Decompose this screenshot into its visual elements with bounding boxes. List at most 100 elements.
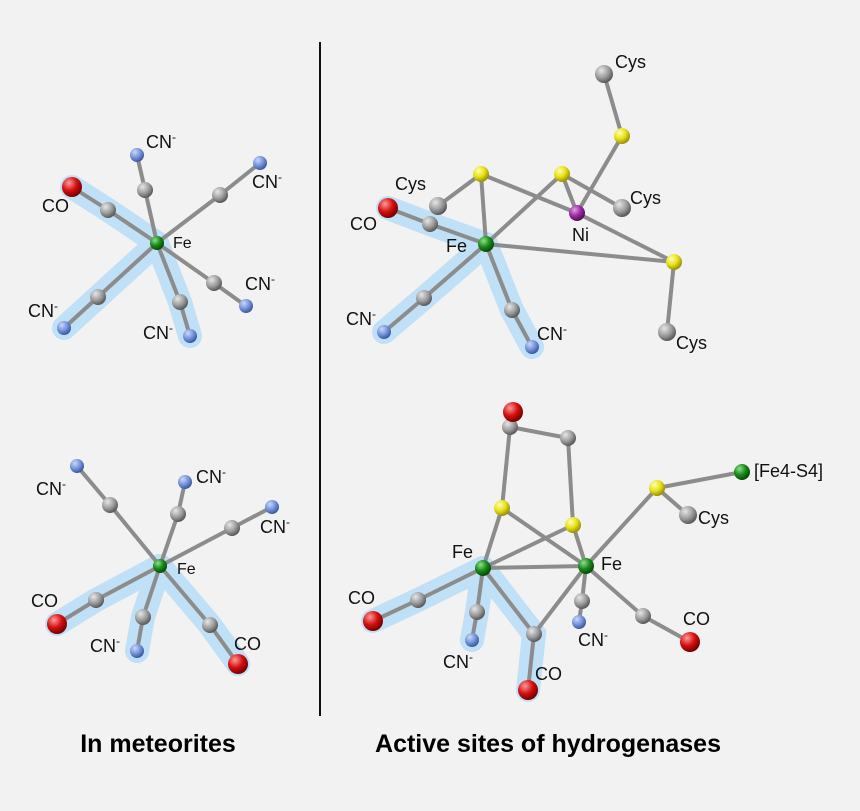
iron-atom bbox=[478, 236, 494, 252]
carbon-atom bbox=[416, 290, 432, 306]
cn-label: CN- bbox=[36, 477, 66, 499]
highlight-glow bbox=[372, 196, 544, 359]
carbon-atom bbox=[679, 506, 697, 524]
atoms bbox=[377, 65, 682, 354]
cn-label: CN- bbox=[252, 170, 282, 192]
carbon-atom bbox=[212, 187, 228, 203]
co-label: CO bbox=[350, 214, 377, 234]
molecule-fe-top-left: Fe CO CN- CN- CN- CN- CN- bbox=[28, 130, 282, 348]
iron-atom bbox=[578, 558, 594, 574]
nitrogen-atom bbox=[183, 329, 197, 343]
atom-labels: Fe CN- CN- CN- CN- CO CO bbox=[31, 465, 290, 656]
cn-label: CN- bbox=[537, 322, 567, 344]
oxygen-atom bbox=[47, 614, 67, 634]
iron-atom bbox=[150, 236, 164, 250]
oxygen-atom bbox=[518, 680, 538, 700]
nitrogen-atom bbox=[265, 500, 279, 514]
cn-label: CN- bbox=[146, 130, 176, 152]
carbon-atom bbox=[170, 506, 186, 522]
bonds bbox=[382, 72, 676, 349]
co-label: CO bbox=[535, 664, 562, 684]
fe-label: Fe bbox=[452, 542, 473, 562]
sulfur-atom bbox=[554, 166, 570, 182]
cluster-label: [Fe4-S4] bbox=[754, 461, 823, 481]
nickel-atom bbox=[569, 205, 585, 221]
atom-labels: Fe Ni CO Cys Cys Cys Cys CN- CN- bbox=[346, 52, 707, 353]
fe-label: Fe bbox=[601, 554, 622, 574]
nitrogen-atom bbox=[253, 156, 267, 170]
cn-label: CN- bbox=[346, 307, 376, 329]
carbon-atom bbox=[206, 275, 222, 291]
fe-label: Fe bbox=[446, 236, 467, 256]
carbon-atom bbox=[658, 323, 676, 341]
cn-label: CN- bbox=[28, 299, 58, 321]
co-label: CO bbox=[683, 609, 710, 629]
fe-label: Fe bbox=[173, 235, 192, 252]
molecule-fe-bottom-left: Fe CN- CN- CN- CN- CO CO bbox=[31, 459, 290, 676]
carbon-atom bbox=[613, 199, 631, 217]
sulfur-atom bbox=[666, 254, 682, 270]
carbon-atom bbox=[469, 604, 485, 620]
oxygen-atom bbox=[378, 198, 398, 218]
carbon-atom bbox=[504, 302, 520, 318]
nitrogen-atom bbox=[572, 615, 586, 629]
cn-label: CN- bbox=[578, 628, 608, 650]
carbon-atom bbox=[502, 419, 518, 435]
carbon-atom bbox=[595, 65, 613, 83]
cys-label: Cys bbox=[615, 52, 646, 72]
carbon-atom bbox=[137, 182, 153, 198]
carbon-atom bbox=[202, 617, 218, 633]
cys-label: Cys bbox=[698, 508, 729, 528]
oxygen-atom bbox=[228, 654, 248, 674]
caption-meteorites: In meteorites bbox=[80, 730, 236, 758]
caption-hydrogenases: Active sites of hydrogenases bbox=[375, 730, 721, 758]
iron-atom bbox=[734, 464, 750, 480]
oxygen-atom bbox=[680, 632, 700, 652]
co-label: CO bbox=[31, 591, 58, 611]
sulfur-atom bbox=[649, 480, 665, 496]
iron-atom bbox=[475, 560, 491, 576]
nitrogen-atom bbox=[57, 321, 71, 335]
atoms bbox=[47, 459, 279, 674]
oxygen-atom bbox=[363, 611, 383, 631]
atom-labels: Fe Fe [Fe4-S4] Cys CO CO CO CN- CN- bbox=[348, 461, 823, 684]
cn-label: CN- bbox=[260, 515, 290, 537]
oxygen-atom bbox=[503, 402, 523, 422]
highlight-glow bbox=[52, 175, 202, 348]
cn-label: CN- bbox=[443, 650, 473, 672]
nitrogen-atom bbox=[130, 148, 144, 162]
nitrogen-atom bbox=[130, 644, 144, 658]
carbon-atom bbox=[560, 430, 576, 446]
nitrogen-atom bbox=[465, 633, 479, 647]
carbon-atom bbox=[422, 216, 438, 232]
nitrogen-atom bbox=[377, 325, 391, 339]
nitrogen-atom bbox=[178, 475, 192, 489]
cn-label: CN- bbox=[196, 465, 226, 487]
molecule-fefe-bottom-right: Fe Fe [Fe4-S4] Cys CO CO CO CN- CN- bbox=[348, 402, 823, 702]
carbon-atom bbox=[90, 289, 106, 305]
cys-label: Cys bbox=[630, 188, 661, 208]
co-label: CO bbox=[234, 634, 261, 654]
sulfur-atom bbox=[494, 500, 510, 516]
co-label: CO bbox=[42, 196, 69, 216]
iron-atom bbox=[153, 559, 167, 573]
sulfur-atom bbox=[473, 166, 489, 182]
atom-labels: Fe CO CN- CN- CN- CN- CN- bbox=[28, 130, 282, 343]
carbon-atom bbox=[429, 197, 447, 215]
cys-label: Cys bbox=[676, 333, 707, 353]
molecule-nife-top-right: Fe Ni CO Cys Cys Cys Cys CN- CN- bbox=[346, 52, 707, 359]
carbon-atom bbox=[135, 609, 151, 625]
cn-label: CN- bbox=[143, 321, 173, 343]
carbon-atom bbox=[526, 626, 542, 642]
carbon-atom bbox=[410, 592, 426, 608]
sulfur-atom bbox=[614, 128, 630, 144]
cn-label: CN- bbox=[245, 272, 275, 294]
cn-label: CN- bbox=[90, 634, 120, 656]
carbon-atom bbox=[224, 520, 240, 536]
nitrogen-atom bbox=[70, 459, 84, 473]
sulfur-atom bbox=[565, 517, 581, 533]
carbon-atom bbox=[88, 592, 104, 608]
atoms bbox=[363, 402, 750, 700]
ni-label: Ni bbox=[572, 225, 589, 245]
carbon-atom bbox=[102, 497, 118, 513]
